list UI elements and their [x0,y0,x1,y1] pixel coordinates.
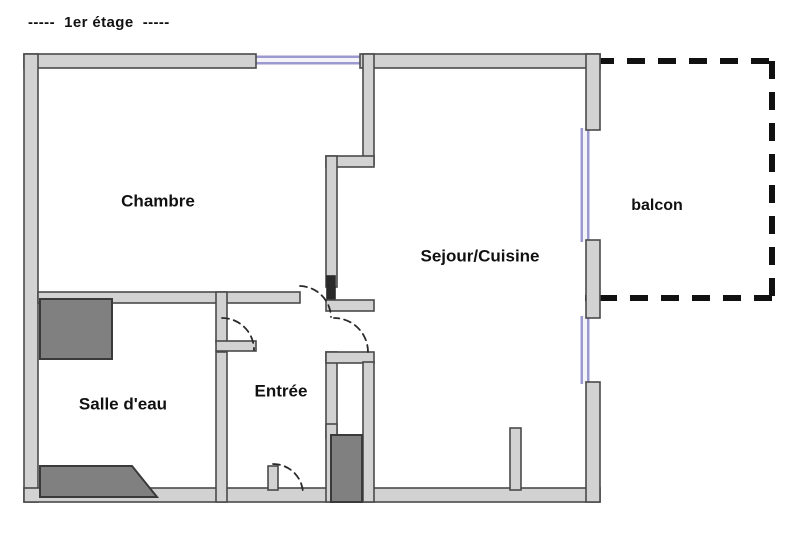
interior-wall-chambre-south [37,291,301,304]
door-jamb-chambre [326,275,336,303]
interior-wall-entree-west-top [215,291,228,343]
door-swing-sejour [333,317,369,353]
page-title: ----- 1er étage ----- [28,14,170,31]
room-label-chambre: Chambre [121,191,195,210]
interior-wall-chambre-sejour-top [362,53,375,165]
exterior-wall-right-lower [585,381,601,503]
room-label-sejour-cuisine: Sejour/Cuisine [420,246,539,265]
exterior-wall-right-upper [585,53,601,131]
interior-wall-sejour-west-lower [362,361,375,503]
bathroom-vanity-fixture [39,298,113,360]
room-label-salle-d-eau: Salle d'eau [79,394,167,413]
entry-closet-wc-fixture [330,434,363,503]
door-jamb-entry [267,465,279,491]
door-swing-entry [272,463,304,495]
interior-wall-sejour-step [325,351,375,364]
exterior-wall-right-mid [585,239,601,319]
interior-walls [37,53,522,503]
door-jamb-salle-d-eau [215,340,257,352]
exterior-wall-top-left [23,53,257,69]
room-label-balcon: balcon [631,197,683,214]
interior-wall-entree-west [215,351,228,503]
room-label-entree: Entrée [255,381,308,400]
balcony-outline [585,58,775,301]
door-swing-chambre [299,285,332,318]
shower-tray-fixture [39,465,160,498]
exterior-walls [23,53,601,503]
interior-wall-chambre-east [325,155,338,288]
door-swing-arcs [221,285,369,495]
interior-wall-jog-lower [325,299,375,312]
windows [253,55,590,384]
interior-wall-sejour-stub [509,427,522,491]
exterior-wall-left [23,53,39,503]
exterior-wall-top-right [359,53,601,69]
fixtures [39,298,363,503]
door-swing-salle-d-eau [221,317,255,351]
